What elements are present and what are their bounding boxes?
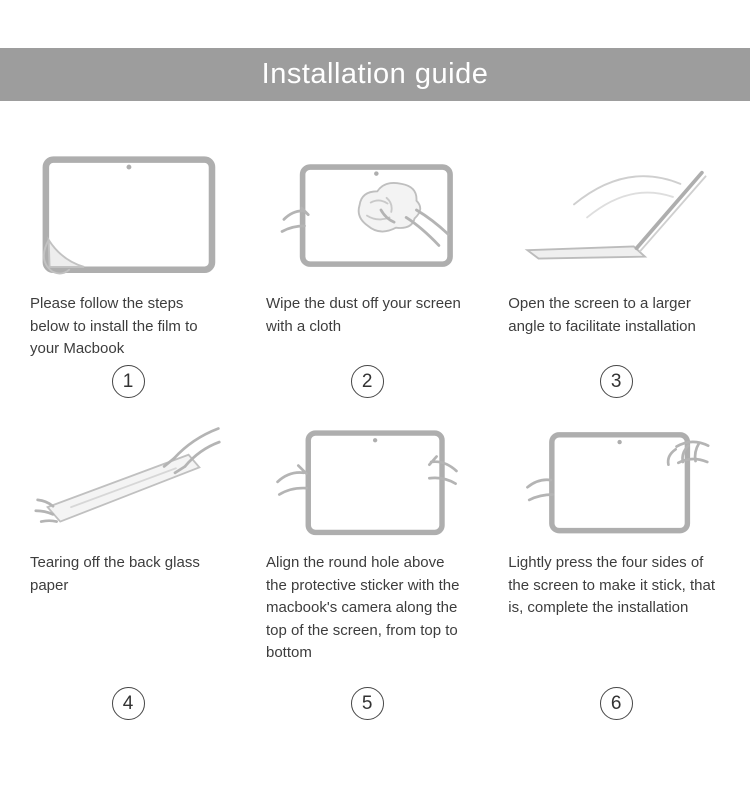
step-2-caption: Wipe the dust off your screen with a clo…	[266, 295, 461, 335]
step-3-number-badge: 3	[599, 365, 633, 398]
step-6-number-wrap: 6	[508, 687, 724, 724]
press-four-sides-illustration	[526, 432, 710, 534]
steps-grid: Please follow the steps below to install…	[0, 101, 750, 724]
step-5-number-badge: 5	[350, 687, 384, 720]
step-6: Lightly press the four sides of the scre…	[508, 424, 724, 724]
step-4-number-badge: 4	[111, 687, 145, 720]
step-2-illustration-area	[266, 147, 468, 287]
step-1-caption: Please follow the steps below to install…	[30, 295, 198, 357]
step-6-number-badge: 6	[599, 687, 633, 720]
step-3-caption: Open the screen to a larger angle to fac…	[508, 295, 696, 335]
installation-guide-page: Installation guide Please follow the ste…	[0, 48, 750, 798]
step-6-caption: Lightly press the four sides of the scre…	[508, 554, 716, 616]
step-5-number-wrap: 5	[266, 687, 468, 724]
title-banner: Installation guide	[0, 48, 750, 101]
step-1-number-wrap: 1	[30, 365, 226, 402]
step-4-illustration-area	[30, 424, 226, 546]
step-3-illustration-area	[508, 147, 724, 287]
step-1-illustration-area	[30, 147, 226, 287]
align-film-with-camera-illustration	[276, 430, 458, 536]
step-2-number-badge: 2	[350, 365, 384, 398]
step-4-caption: Tearing off the back glass paper	[30, 554, 200, 594]
step-5-illustration-area	[266, 424, 468, 546]
step-3-number-wrap: 3	[508, 365, 724, 402]
step-6-illustration-area	[508, 424, 724, 546]
step-4: Tearing off the back glass paper 4	[30, 424, 226, 724]
step-5: Align the round hole above the protectiv…	[266, 424, 468, 724]
macbook-screen-film-peel-illustration	[42, 156, 216, 275]
tear-off-back-glass-paper-illustration	[34, 427, 221, 523]
step-2-number-wrap: 2	[266, 365, 468, 402]
page-title: Installation guide	[261, 58, 489, 90]
step-1-number-badge: 1	[111, 365, 145, 398]
step-4-number-wrap: 4	[30, 687, 226, 724]
step-3: Open the screen to a larger angle to fac…	[508, 147, 724, 402]
step-2: Wipe the dust off your screen with a clo…	[266, 147, 468, 402]
laptop-opened-wide-angle-illustration	[524, 170, 707, 260]
step-1: Please follow the steps below to install…	[30, 147, 226, 402]
wipe-screen-with-cloth-illustration	[280, 164, 453, 267]
step-5-caption: Align the round hole above the protectiv…	[266, 554, 460, 661]
